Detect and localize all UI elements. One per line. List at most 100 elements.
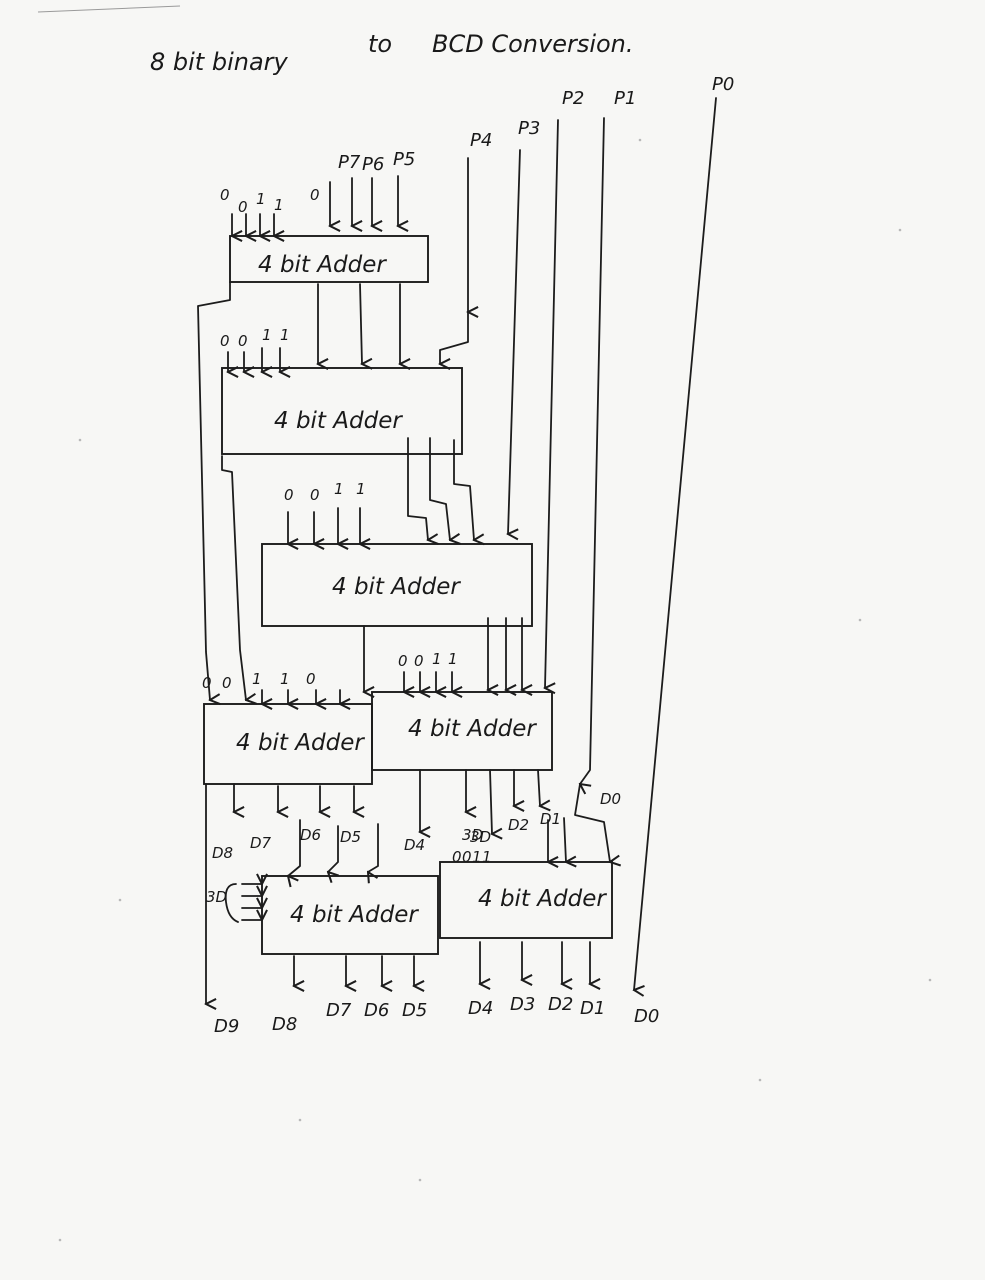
adder-2-const-3: 1 [280, 326, 290, 344]
mid-label-d3: 3D [462, 826, 483, 844]
adder-4-const-4: 0 [306, 670, 316, 688]
adder-5-constants: 0 0 1 1 [398, 650, 458, 670]
output-d9: D9 [214, 1016, 239, 1037]
mid-label-d4: D4 [404, 836, 425, 854]
input-wires [440, 97, 717, 990]
adder-1-to-2-wires [197, 281, 400, 700]
wire-m-10 [489, 769, 492, 834]
adder-7-constants: 0 0 1 1 [452, 848, 492, 866]
wire-p0 [634, 97, 717, 990]
adder-6: 3D 4 bit Adder [206, 875, 439, 955]
adder-6-brace [224, 883, 239, 923]
adder-3-const-3: 1 [356, 480, 366, 498]
title-text-2: to [368, 30, 392, 58]
wire-a1-s2 [359, 283, 362, 364]
output-d8: D8 [272, 1014, 297, 1035]
wire-p1 [580, 117, 605, 784]
adder-4: 0 0 1 1 0 4 bit Adder [202, 670, 373, 785]
adder-3-const-2: 1 [334, 480, 344, 498]
adder-7-const-3: 1 [482, 848, 492, 866]
adder-3-const-0: 0 [284, 486, 294, 504]
wire-a2-s1 [453, 439, 474, 540]
adder-5-const-2: 1 [432, 650, 442, 668]
adder-2: 0 0 1 1 4 bit Adder [220, 326, 463, 455]
adder-4-label: 4 bit Adder [236, 730, 365, 756]
adder-1-const-2: 1 [256, 190, 266, 208]
adder-6-label: 4 bit Adder [290, 902, 419, 928]
adder-5: 0 0 1 1 4 bit Adder [371, 650, 553, 771]
adder-7-const-2: 1 [472, 848, 482, 866]
input-p1: P1 [614, 88, 636, 109]
adder-4-const-1: 0 [222, 674, 232, 692]
adder-1-constants: 0 0 1 1 0 [220, 186, 320, 216]
wire-m-6 [328, 825, 338, 872]
intermediate-labels: D8 D7 D6 D5 D4 3D D2 D1 D0 [212, 790, 621, 862]
paper-texture [37, 5, 932, 1242]
adder-3-const-1: 0 [310, 486, 320, 504]
adder-5-const-1: 0 [414, 652, 424, 670]
adder-7-box [439, 861, 613, 939]
wire-p1-down [574, 783, 610, 862]
adder-3-label: 4 bit Adder [332, 574, 461, 600]
title-text-1: 8 bit binary [150, 48, 289, 76]
adder-5-const-3: 1 [448, 650, 458, 668]
mid-label-d6: D6 [300, 826, 321, 844]
wire-a1-carry [197, 281, 231, 700]
input-p3: P3 [518, 118, 540, 139]
wire-m-14 [563, 817, 566, 862]
adder-1-box [229, 235, 429, 283]
title-text-3: BCD Conversion. [432, 30, 634, 58]
input-p6: P6 [362, 154, 384, 175]
output-d4: D4 [468, 998, 493, 1019]
adder-2-label: 4 bit Adder [274, 408, 403, 434]
adder-1-const-4: 0 [310, 186, 320, 204]
adder-1-const-3: 1 [274, 196, 284, 214]
adder-7-bias-label: 3D [470, 828, 491, 846]
mid-label-d7: D7 [250, 834, 272, 852]
adder-5-box [371, 691, 553, 771]
output-d6: D6 [364, 1000, 389, 1021]
adder-7-label: 4 bit Adder [478, 886, 607, 912]
mid-label-d5: D5 [340, 828, 361, 846]
middle-to-bottom-wires [206, 769, 566, 1004]
adder-4-const-2: 1 [252, 670, 262, 688]
input-p7: P7 [338, 152, 361, 173]
adder-4-const-0: 0 [202, 674, 212, 692]
adder-3-box [261, 543, 533, 627]
adder-3: 0 0 1 1 4 bit Adder [261, 480, 533, 627]
wire-m-5 [288, 819, 301, 876]
mid-label-d2: D2 [508, 816, 529, 834]
adder-1-input-arrows [232, 175, 398, 236]
output-d7: D7 [326, 1000, 352, 1021]
wire-a2-s2 [429, 437, 450, 540]
adder-2-const-0: 0 [220, 332, 230, 350]
adder-2-to-3-wires [221, 437, 474, 700]
mid-label-d8: D8 [212, 844, 233, 862]
mid-label-d0: D0 [600, 790, 621, 808]
output-d0: D0 [634, 1006, 659, 1027]
input-p5: P5 [393, 149, 415, 170]
adder-4-input-arrows [262, 689, 340, 704]
adder-2-const-1: 0 [238, 332, 248, 350]
input-p4: P4 [470, 130, 492, 151]
adder-3-input-arrows [288, 507, 360, 544]
adder-6-box [261, 875, 439, 955]
adder-1-const-0: 0 [220, 186, 230, 204]
wire-p3 [508, 149, 521, 534]
adder-3-to-4-wires [364, 617, 522, 692]
adder-7: 0 0 1 1 3D 4 bit Adder [439, 828, 613, 939]
adder-2-constants: 0 0 1 1 [220, 326, 290, 350]
adder-4-const-3: 1 [280, 670, 290, 688]
adder-2-const-2: 1 [262, 326, 272, 344]
mid-label-d1: D1 [540, 810, 561, 828]
output-d2: D2 [548, 994, 573, 1015]
wire-a2-s3 [407, 437, 428, 540]
adder-2-box [221, 367, 463, 455]
adder-7-const-0: 0 [452, 848, 462, 866]
output-arrows [294, 941, 590, 986]
adder-3-constants: 0 0 1 1 [284, 480, 366, 504]
wire-p4-join [440, 311, 469, 364]
wire-p2 [545, 119, 559, 688]
adder-1-const-1: 0 [238, 198, 248, 216]
